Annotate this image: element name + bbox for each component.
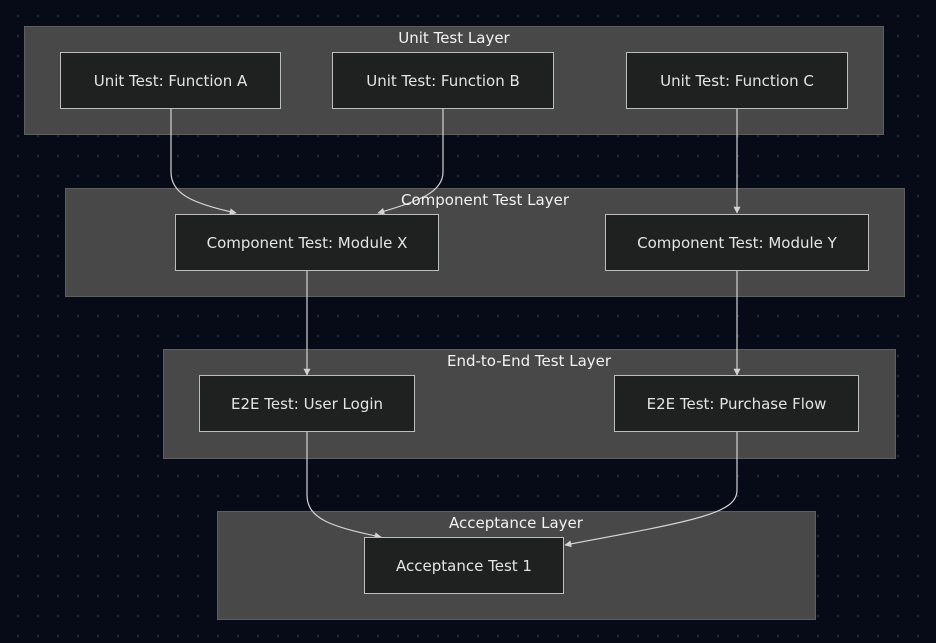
node-unit-test-function-c[interactable]: Unit Test: Function C (626, 52, 848, 109)
node-unit-test-function-b[interactable]: Unit Test: Function B (332, 52, 554, 109)
layer-title-unit: Unit Test Layer (398, 29, 510, 47)
node-e2e-test-purchase-flow[interactable]: E2E Test: Purchase Flow (614, 375, 859, 432)
node-unit-test-function-a[interactable]: Unit Test: Function A (60, 52, 281, 109)
layer-title-acceptance: Acceptance Layer (449, 514, 583, 532)
node-component-test-module-y[interactable]: Component Test: Module Y (605, 214, 869, 271)
node-acceptance-test-1[interactable]: Acceptance Test 1 (364, 537, 564, 594)
layer-title-component: Component Test Layer (401, 191, 569, 209)
node-e2e-test-user-login[interactable]: E2E Test: User Login (199, 375, 415, 432)
layer-title-e2e: End-to-End Test Layer (446, 352, 612, 370)
node-component-test-module-x[interactable]: Component Test: Module X (175, 214, 439, 271)
